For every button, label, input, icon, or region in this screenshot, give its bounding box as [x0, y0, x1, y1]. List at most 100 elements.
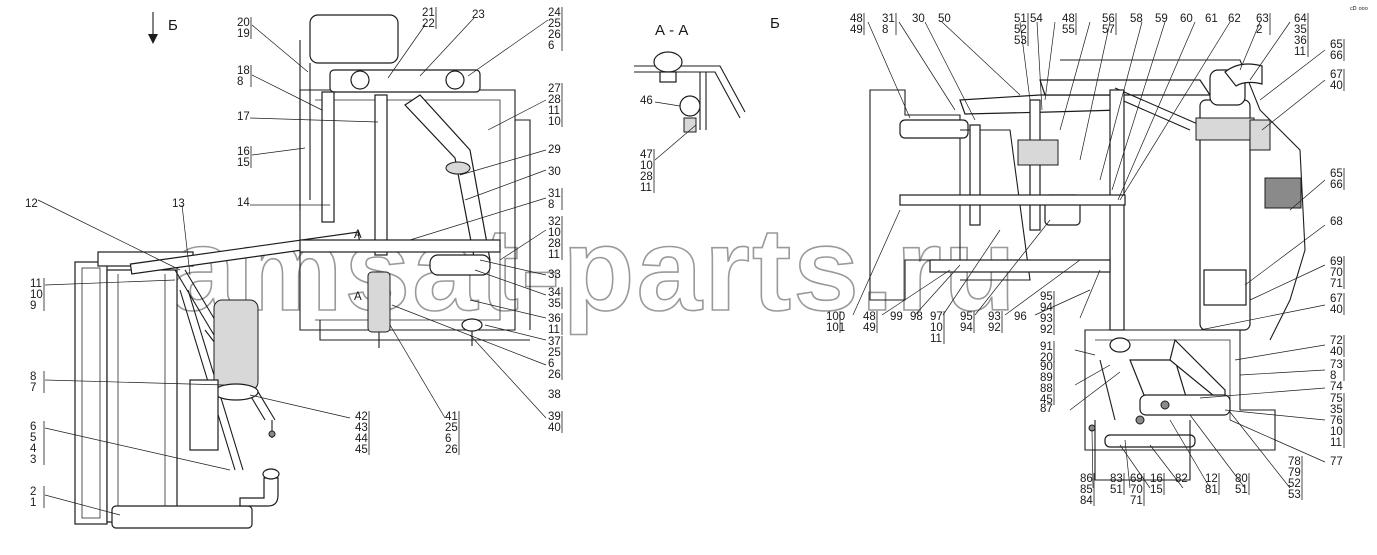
callout-number: 72	[1330, 335, 1343, 347]
callout-number: 6	[548, 40, 554, 52]
callout-number: 33	[548, 269, 561, 281]
callout-number: 30	[912, 13, 925, 25]
callout-number: 11	[640, 182, 652, 194]
callout-right-10: 60	[1180, 13, 1193, 25]
callout-number: 2	[30, 486, 36, 498]
callout-number: 91	[1040, 341, 1053, 353]
callout-number: 11	[930, 333, 942, 345]
callout-number: 71	[1330, 278, 1343, 290]
callout-number: 69	[1330, 256, 1343, 268]
callout-number: 12	[1205, 473, 1218, 485]
callout-number: 53	[1014, 35, 1027, 47]
callout-section-0: 46	[640, 95, 653, 107]
callout-number: 6	[445, 433, 451, 445]
callout-number: 92	[988, 322, 1001, 334]
section-mark-a-bottom: А	[354, 291, 362, 303]
callout-number: 85	[1080, 484, 1093, 496]
callout-number: 47	[640, 149, 653, 161]
callout-number: 70	[1130, 484, 1143, 496]
callout-number: 1	[30, 497, 36, 509]
callout-number: 51	[1014, 13, 1027, 25]
callout-number: 51	[1110, 484, 1123, 496]
callout-number: 67	[1330, 293, 1343, 305]
callout-number: 88	[1040, 383, 1053, 395]
callout-number: 55	[1062, 24, 1075, 36]
callout-number: 82	[1175, 473, 1188, 485]
callout-left-2: 23	[472, 9, 485, 21]
callout-right-5: 54	[1030, 13, 1043, 25]
view-arrow-label: Б	[168, 17, 178, 34]
callout-number: 24	[548, 7, 561, 19]
callout-number: 23	[472, 9, 485, 21]
callout-number: 68	[1330, 216, 1343, 228]
callout-number: 94	[1040, 302, 1053, 314]
callout-number: 93	[1040, 313, 1053, 325]
callout-number: 54	[1030, 13, 1043, 25]
callout-number: 76	[1330, 415, 1343, 427]
callout-number: 2	[1256, 24, 1262, 36]
callout-right-8: 58	[1130, 13, 1143, 25]
callout-number: 86	[1080, 473, 1093, 485]
callout-number: 21	[422, 7, 435, 19]
callout-number: 29	[548, 144, 561, 156]
callout-number: 51	[1235, 484, 1248, 496]
callout-number: 25	[548, 18, 561, 30]
callout-number: 43	[355, 422, 368, 434]
callout-left-13: 12	[25, 198, 38, 210]
callout-number: 75	[1330, 393, 1343, 405]
callout-left-9: 30	[548, 166, 561, 178]
callout-number: 34	[548, 287, 561, 299]
callout-number: 8	[882, 24, 888, 36]
right-assembly-drawing: Б ᶜᴰ ᵒᵒᵒ	[770, 5, 1368, 481]
callout-number: 36	[1294, 35, 1307, 47]
callout-number: 52	[1288, 478, 1301, 490]
callout-number: 35	[1294, 24, 1307, 36]
callout-number: 46	[640, 95, 653, 107]
section-aa-title: А - А	[655, 22, 688, 39]
callout-right-3: 50	[938, 13, 951, 25]
callout-number: 8	[548, 199, 554, 211]
callout-number: 87	[1040, 403, 1053, 415]
leader-lines	[37, 17, 1326, 516]
callout-left-15: 33	[548, 269, 561, 281]
callout-number: 45	[355, 444, 368, 456]
callout-number: 59	[1155, 13, 1168, 25]
callout-right-35: 74	[1330, 381, 1343, 393]
callout-number: 94	[960, 322, 973, 334]
callout-number: 20	[237, 17, 250, 29]
watermark-text: amsat-parts.ru	[170, 204, 1018, 336]
callout-right-42: 82	[1175, 473, 1188, 485]
callout-number: 97	[930, 311, 943, 323]
callout-number: 11	[548, 324, 560, 336]
left-assembly-drawing: Б	[74, 12, 531, 529]
callout-number: 58	[1130, 13, 1143, 25]
callout-number: 10	[930, 322, 943, 334]
callout-number: 64	[1294, 13, 1307, 25]
callout-number: 20	[1040, 352, 1053, 364]
section-mark-a-top: А	[354, 229, 362, 241]
callout-right-22: 99	[890, 311, 903, 323]
callout-number: 48	[863, 311, 876, 323]
callout-number: 81	[1205, 484, 1218, 496]
callout-number: 26	[445, 444, 458, 456]
